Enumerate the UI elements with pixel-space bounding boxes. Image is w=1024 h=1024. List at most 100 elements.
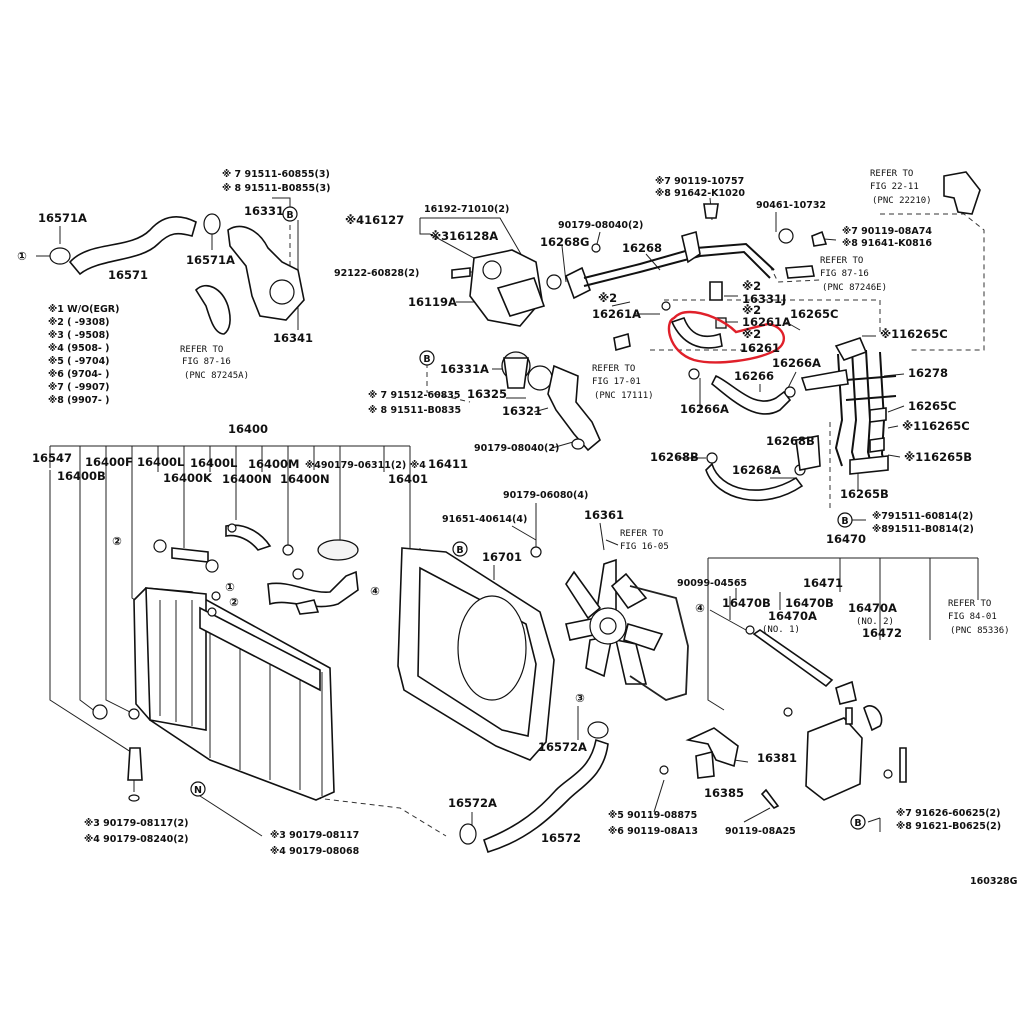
- part-label: 16265B: [840, 487, 889, 501]
- part-label: REFER TO: [180, 345, 223, 355]
- circled-marker: B: [452, 541, 468, 557]
- part-label: 16265C: [790, 307, 838, 321]
- radiator-assembly: [92, 523, 359, 802]
- part-label: 16265C: [908, 399, 956, 413]
- part-label: (PNC 87245A): [184, 371, 249, 381]
- bracket-16381: [659, 727, 780, 809]
- part-label: ※3 90179-08117: [270, 830, 359, 841]
- circled-marker: B: [419, 350, 435, 366]
- circled-marker: B: [850, 814, 866, 830]
- part-label: ※5 90119-08875: [608, 810, 697, 821]
- part-label: (PNC 85336): [950, 626, 1010, 636]
- svg-text:B: B: [456, 545, 463, 556]
- circled-marker: ④: [695, 601, 705, 615]
- svg-text:②: ②: [229, 595, 239, 609]
- part-label: REFER TO: [948, 599, 991, 609]
- part-label: 90119-08A25: [725, 826, 796, 837]
- part-label: 16472: [862, 626, 902, 640]
- part-label: 16400L: [137, 455, 185, 469]
- part-label: (PNC 22210): [872, 196, 932, 206]
- part-label: 90099-04565: [677, 578, 747, 589]
- part-label: 16331A: [440, 362, 489, 376]
- part-label: REFER TO: [870, 169, 913, 179]
- upper-hose-16571: [49, 213, 221, 276]
- part-label: 16268B: [766, 434, 815, 448]
- part-label: FIG 16-05: [620, 542, 669, 552]
- part-label: 16572: [541, 831, 581, 845]
- lower-hose-16572: [459, 721, 609, 853]
- hose-16261: [661, 281, 786, 364]
- part-label: FIG 22-11: [870, 182, 919, 192]
- highlight-outline: [667, 310, 786, 364]
- part-label: REFER TO: [820, 256, 863, 266]
- part-label: 16278: [908, 366, 948, 380]
- part-label: 16400N: [280, 472, 330, 486]
- part-label: 16400: [228, 422, 268, 436]
- part-label: ※3 90179-08117(2): [84, 818, 189, 829]
- part-label: 16471: [803, 576, 843, 590]
- svg-text:④: ④: [695, 601, 705, 615]
- part-label: ※ 7 91511-60855(3): [222, 169, 330, 180]
- part-label: (NO. 2): [856, 617, 894, 627]
- part-label: 16470B: [722, 596, 771, 610]
- part-label: 16261A: [742, 315, 791, 329]
- part-label: 16470A: [768, 609, 817, 623]
- part-label: 16385: [704, 786, 744, 800]
- part-label: ※ 7 91512-60835: [368, 390, 461, 401]
- part-label: ※7 ( -9907): [48, 382, 110, 393]
- part-label: ※2: [742, 279, 761, 293]
- part-label: 16571A: [38, 211, 87, 225]
- thermostat-16331a: [501, 351, 601, 452]
- part-label: 160328G: [970, 876, 1018, 887]
- part-label: ※7 90119-08A74: [842, 226, 932, 237]
- part-label: 90179-08040(2): [558, 220, 643, 231]
- part-label: ※8 91642-K1020: [655, 188, 745, 199]
- part-label: ※3 ( -9508): [48, 330, 110, 341]
- part-label: 16331: [244, 204, 284, 218]
- part-label: ※1 W/O(EGR): [48, 304, 119, 315]
- svg-text:B: B: [286, 210, 293, 221]
- part-label: ※791511-60814(2): [872, 511, 973, 522]
- leader-lines: [36, 197, 985, 837]
- part-label: ※316128A: [430, 229, 498, 243]
- part-label: ※ 8 91511-B0855(3): [222, 183, 330, 194]
- part-label: ※8 91641-K0816: [842, 238, 932, 249]
- part-label: ※490179-06311(2): [305, 460, 406, 471]
- part-label: ※7 90119-10757: [655, 176, 744, 187]
- part-label: 90461-10732: [756, 200, 826, 211]
- part-label: ※2: [742, 303, 761, 317]
- part-label: ※6 90119-08A13: [608, 826, 698, 837]
- part-label: 16321: [502, 404, 542, 418]
- part-label: 16400M: [248, 457, 299, 471]
- circled-marker: B: [837, 512, 853, 528]
- part-label: (PNC 17111): [594, 391, 654, 401]
- svg-text:④: ④: [370, 584, 380, 598]
- part-label: 16400B: [57, 469, 106, 483]
- part-label: 16411: [428, 457, 468, 471]
- circled-marker: ④: [370, 584, 380, 598]
- svg-text:①: ①: [17, 249, 27, 263]
- part-label: 90179-06080(4): [503, 490, 588, 501]
- part-label: 16400K: [163, 471, 213, 485]
- svg-text:①: ①: [225, 580, 235, 594]
- part-label: ※4: [410, 460, 426, 471]
- part-label: ※2: [742, 327, 761, 341]
- part-label: FIG 87-16: [820, 269, 869, 279]
- part-label: FIG 17-01: [592, 377, 641, 387]
- part-label: ※891511-B0814(2): [872, 524, 974, 535]
- heater-pipes-16278: [703, 171, 981, 475]
- part-label: 16701: [482, 550, 522, 564]
- part-label: ※ 8 91511-B0835: [368, 405, 461, 416]
- svg-text:B: B: [423, 354, 430, 365]
- circled-marker: N: [190, 781, 206, 797]
- part-label: 16571: [108, 268, 148, 282]
- part-label: ※7 91626-60625(2): [896, 808, 1001, 819]
- part-label: (NO. 1): [762, 625, 800, 635]
- water-outlet-16119a: [451, 230, 775, 327]
- part-label: 92122-60828(2): [334, 268, 419, 279]
- part-label: ※5 ( -9704): [48, 356, 110, 367]
- part-label: 16192-71010(2): [424, 204, 509, 215]
- part-label: 16470A: [848, 601, 897, 615]
- part-label: 16341: [273, 331, 313, 345]
